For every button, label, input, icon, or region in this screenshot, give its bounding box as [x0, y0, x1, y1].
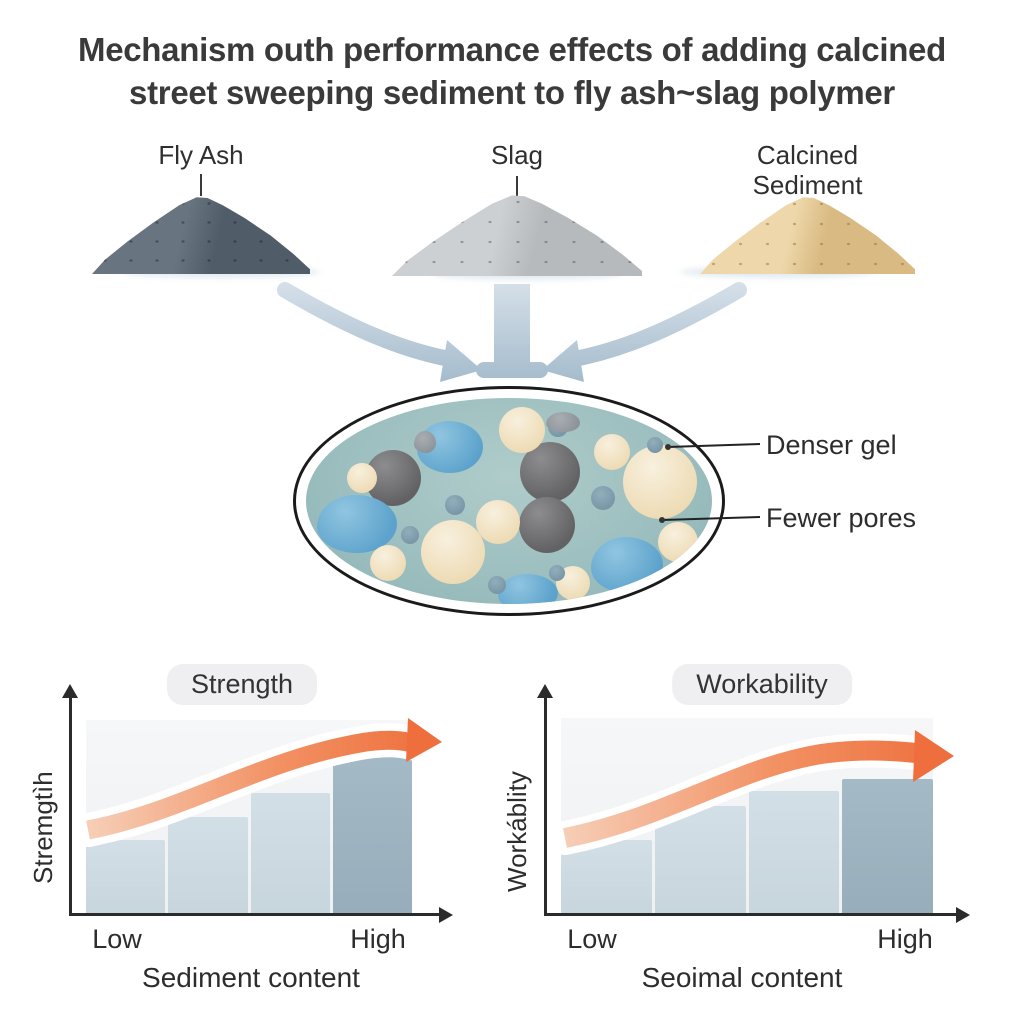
gel-particle — [623, 445, 697, 519]
workability-x-tick-low: Low — [567, 924, 617, 954]
strength-chart-plot-area — [86, 720, 412, 914]
title-line-2: street sweeping sediment to fly ash~slag… — [129, 74, 895, 111]
gel-particle — [591, 486, 615, 510]
material-label-slag: Slag — [490, 140, 544, 170]
chart-bar — [332, 750, 412, 914]
workability-x-axis-arrowhead — [956, 907, 970, 923]
gel-particle — [519, 497, 575, 553]
gel-particle — [445, 495, 465, 515]
gel-particle — [476, 500, 520, 544]
gel-particle — [498, 574, 558, 604]
gel-particle — [317, 495, 397, 553]
strength-x-axis — [69, 913, 441, 916]
workability-chart-title: Workability — [672, 664, 852, 705]
chart-bar — [654, 806, 746, 914]
material-calcined-sediment: Calcined Sediment — [680, 140, 915, 300]
sediment-pile-illustration — [700, 197, 915, 274]
workability-chart-plot-area — [561, 718, 933, 914]
page-title: Mechanism outh performance effects of ad… — [0, 28, 1024, 114]
title-line-1: Mechanism outh performance effects of ad… — [78, 31, 946, 68]
gel-particle — [401, 526, 419, 544]
chart-bar — [168, 817, 248, 914]
workability-y-axis — [544, 698, 547, 916]
material-fly-ash: Fly Ash — [92, 140, 320, 300]
gel-matrix-ellipse — [293, 386, 725, 616]
strength-x-tick-low: Low — [92, 924, 142, 954]
strength-x-tick-high: High — [350, 924, 406, 954]
gel-particle — [499, 407, 545, 453]
gel-particle — [591, 537, 663, 593]
strength-x-axis-arrowhead — [439, 907, 453, 923]
chart-bar — [748, 790, 840, 914]
fly-ash-pile-illustration — [92, 197, 310, 274]
workability-x-tick-high: High — [877, 924, 933, 954]
material-slag: Slag — [392, 140, 642, 300]
gel-particle — [647, 437, 663, 453]
workability-x-axis — [544, 913, 958, 916]
strength-chart: Strength Stremgtìh Low High Sediment con… — [28, 656, 476, 1016]
workability-x-axis-label: Seoimal content — [641, 962, 843, 993]
gel-particle — [549, 565, 565, 581]
chart-bar — [842, 778, 933, 914]
gel-particle — [520, 442, 580, 502]
gel-matrix-fill — [306, 398, 712, 604]
strength-y-axis-arrowhead — [62, 684, 78, 698]
strength-y-axis-label: Stremgtìh — [28, 771, 58, 885]
chart-bar — [86, 840, 166, 914]
strength-x-axis-label: Sediment content — [142, 962, 360, 993]
label-pointer-line — [200, 174, 202, 196]
gel-particle — [347, 463, 377, 493]
annotation-leader-lines — [659, 443, 761, 523]
strength-chart-title: Strength — [166, 664, 318, 705]
slag-pile-illustration — [392, 195, 642, 276]
annotation-fewer-pores: Fewer pores — [766, 503, 917, 533]
gel-particle — [370, 545, 406, 581]
chart-bar — [250, 792, 330, 914]
material-label-calcined-sediment: Calcined Sediment — [752, 140, 863, 200]
converging-arrows-icon — [277, 282, 747, 382]
label-pointer-line — [516, 176, 518, 200]
material-label-fly-ash: Fly Ash — [158, 140, 244, 170]
gel-particle — [658, 522, 698, 562]
gel-particle — [546, 412, 580, 432]
workability-y-axis-arrowhead — [537, 684, 553, 698]
gel-particle — [488, 576, 506, 594]
gel-particle — [414, 431, 436, 453]
gel-particle — [421, 520, 485, 584]
strength-y-axis — [69, 698, 72, 916]
workability-chart: Workability Workáblity Low High Seoimal … — [502, 656, 976, 1016]
gel-particle — [594, 434, 630, 470]
chart-bar — [561, 839, 652, 914]
workability-y-axis-label: Workáblity — [502, 771, 532, 893]
annotation-denser-gel: Denser gel — [766, 430, 897, 460]
